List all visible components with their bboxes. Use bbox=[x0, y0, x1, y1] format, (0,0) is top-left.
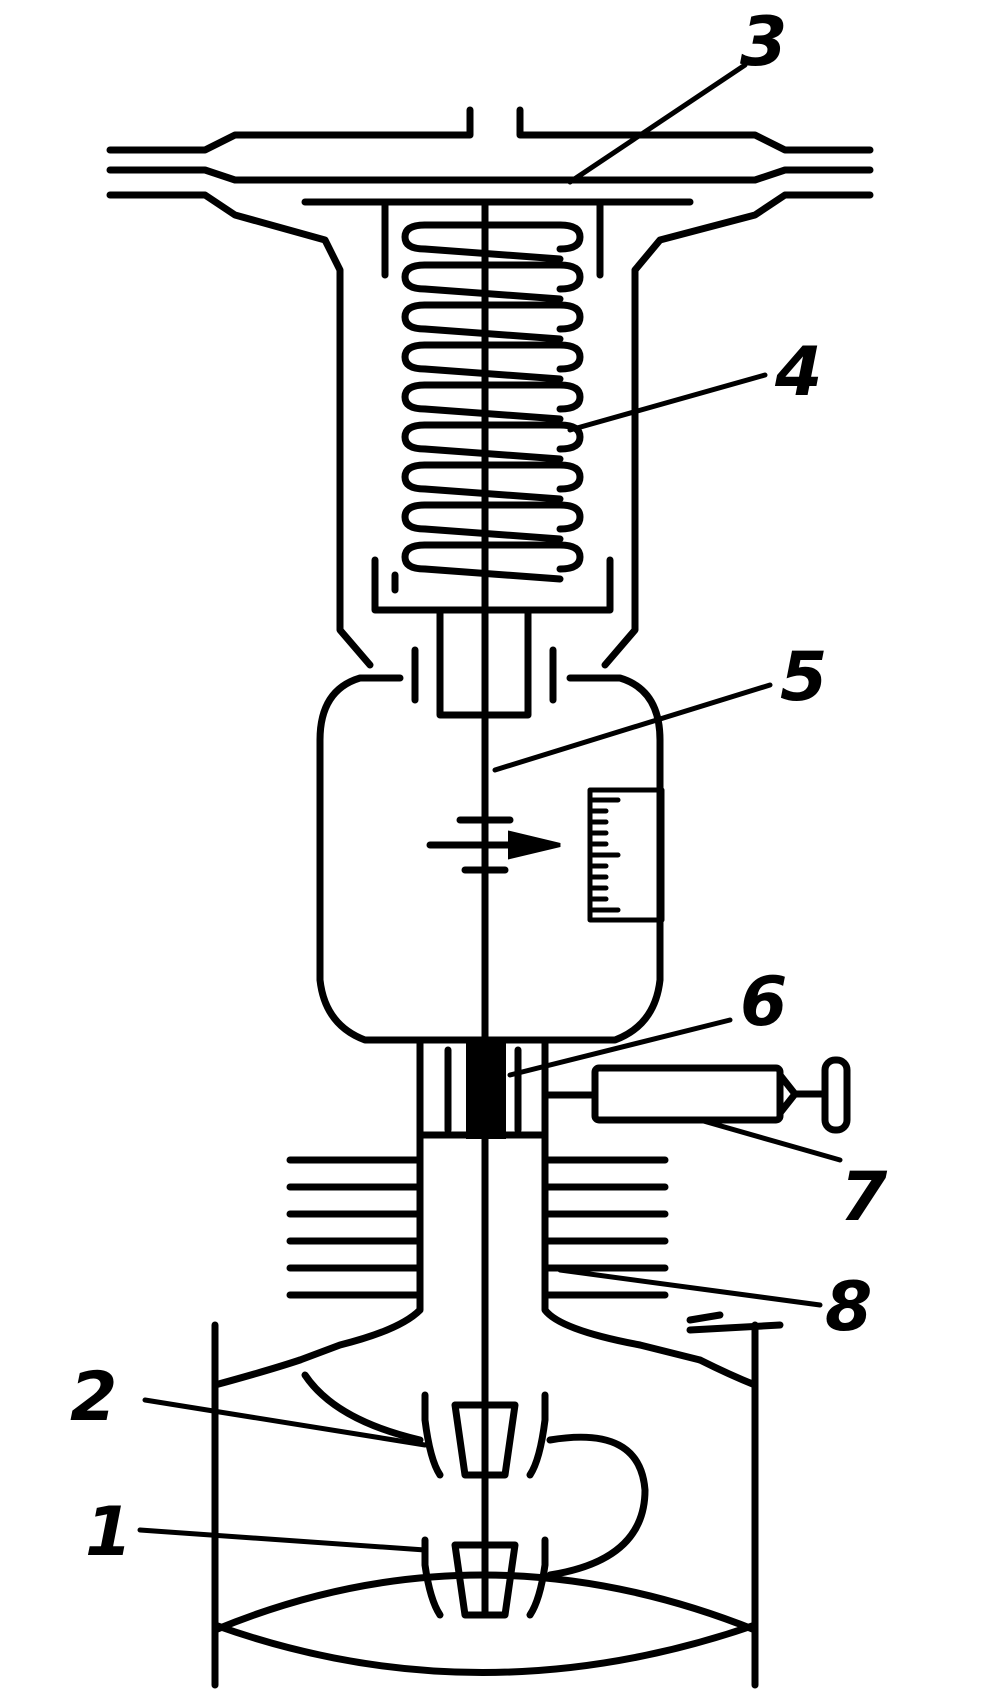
label-8: 8 bbox=[825, 1268, 872, 1347]
spring-coil bbox=[401, 341, 584, 383]
spring bbox=[401, 221, 584, 583]
valve-body bbox=[211, 1311, 784, 1689]
adjusting-screw bbox=[541, 1056, 851, 1134]
label-3: 3 bbox=[740, 3, 787, 82]
label-1: 1 bbox=[85, 1493, 132, 1572]
bonnet bbox=[296, 1131, 704, 1364]
label-6: 6 bbox=[740, 963, 787, 1042]
label-4: 4 bbox=[774, 333, 822, 412]
upper-plug bbox=[421, 1391, 649, 1579]
indicator-housing bbox=[316, 674, 665, 1044]
spring-coil bbox=[401, 501, 584, 543]
label-5: 5 bbox=[780, 638, 827, 717]
spring-coil bbox=[401, 421, 584, 463]
top-flange bbox=[106, 106, 874, 669]
spring-coil bbox=[401, 541, 584, 583]
label-2: 2 bbox=[70, 1358, 117, 1437]
label-7: 7 bbox=[840, 1158, 888, 1237]
spring-coil bbox=[401, 461, 584, 503]
spring-coil bbox=[401, 221, 584, 263]
lower-plug bbox=[421, 1536, 549, 1619]
gland-body bbox=[416, 1036, 549, 1139]
spring-coil bbox=[401, 261, 584, 303]
leader-lines bbox=[137, 62, 843, 1553]
spring-coil bbox=[401, 301, 584, 343]
neck-block bbox=[436, 606, 532, 719]
spring-cup bbox=[371, 556, 614, 614]
spring-coil bbox=[401, 381, 584, 423]
packing-seal bbox=[466, 1043, 506, 1139]
cooling-fins bbox=[286, 1156, 669, 1299]
